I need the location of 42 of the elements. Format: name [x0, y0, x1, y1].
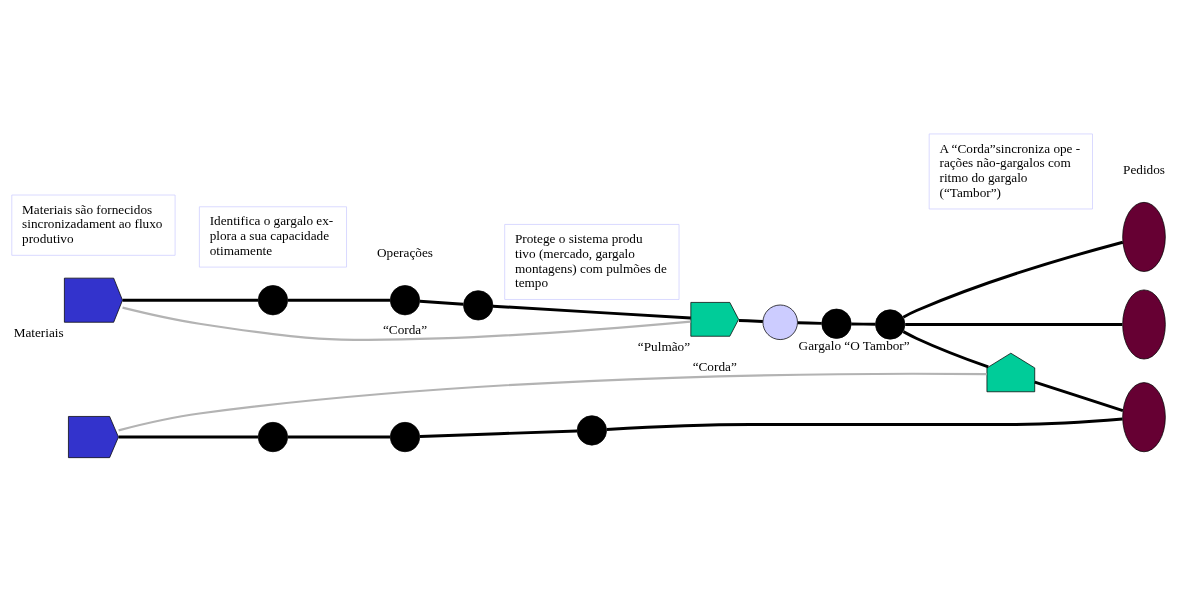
- connector: [492, 304, 691, 320]
- node-box: A “Corda”sincroniza ope - rações não-gargalos com ritmo do gargalo (“Tambor”): [928, 133, 1093, 210]
- connector: [797, 321, 822, 325]
- node-label: Gargalo “O Tambor”: [798, 338, 910, 354]
- connector: [851, 322, 876, 326]
- connector: [902, 330, 989, 369]
- node-arrow: [68, 416, 119, 458]
- node-circle: [821, 308, 852, 339]
- edge-label: “Corda”: [692, 359, 737, 375]
- node-label: “Pulmão”: [637, 339, 691, 355]
- node-ellipse: [1122, 382, 1166, 453]
- connector: [902, 240, 1124, 319]
- node-box: Protege o sistema produ tivo (mercado, gargalo montagens) com pulmões de tempo: [504, 224, 680, 300]
- node-house: [986, 352, 1036, 393]
- node-ellipse: [1122, 289, 1166, 360]
- node-circle: [762, 304, 798, 340]
- connector: [1034, 380, 1124, 412]
- node-circle: [257, 285, 289, 316]
- node-circle: [389, 285, 421, 316]
- connector: [419, 299, 464, 306]
- connector: [287, 298, 391, 302]
- connector: [122, 298, 259, 302]
- connector: [118, 372, 987, 432]
- connector: [738, 318, 763, 323]
- edge-label: “Corda”: [382, 322, 428, 338]
- connector: [122, 306, 691, 342]
- connector: [118, 435, 259, 439]
- node-circle: [257, 421, 289, 453]
- connector: [606, 417, 1123, 431]
- node-circle: [389, 421, 421, 453]
- connector: [905, 323, 1123, 326]
- connector: [419, 429, 578, 438]
- node-label: Materiais: [13, 325, 64, 341]
- connector: [287, 435, 391, 439]
- node-circle: [576, 415, 607, 446]
- label: Operações: [377, 245, 433, 261]
- node-box: Identifica o gargalo ex- plora a sua capacidade otimamente: [199, 206, 347, 268]
- node-circle: [875, 309, 906, 340]
- label: Pedidos: [1123, 161, 1165, 177]
- node-box: Materiais são fornecidos sincronizadament ao fluxo produtivo: [11, 194, 176, 256]
- node-ellipse: [1122, 202, 1166, 272]
- node-circle: [463, 290, 494, 321]
